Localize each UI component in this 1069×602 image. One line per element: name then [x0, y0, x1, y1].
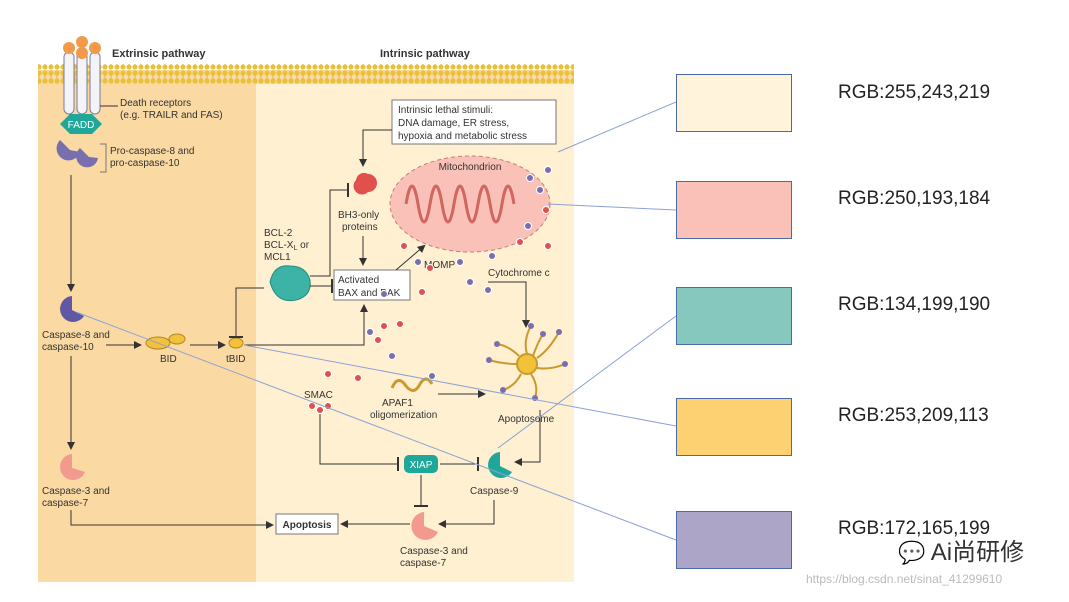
swatch-yellow: [676, 398, 792, 456]
wechat-icon: 💬: [898, 540, 926, 565]
bh3-shape: [353, 172, 377, 195]
intrinsic-panel: [256, 84, 574, 582]
smac-dots: [308, 206, 552, 414]
bax-label-2: BAX and BAK: [338, 288, 401, 299]
swatch-pink: [676, 181, 792, 239]
procaspase-label-2: pro-caspase-10: [110, 158, 180, 169]
bh3-label-2: proteins: [342, 222, 378, 233]
stimuli-label-1: Intrinsic lethal stimuli:: [398, 105, 493, 116]
rgb-label-teal: RGB:134,199,190: [838, 294, 991, 315]
mitochondrion-label: Mitochondrion: [439, 162, 502, 173]
apoptosome-label: Apoptosome: [498, 414, 555, 425]
apoptosis-label: Apoptosis: [283, 520, 332, 531]
bax-box: [333, 269, 411, 301]
bax-label-1: Activated: [338, 275, 379, 286]
stimuli-label-3: hypoxia and metabolic stress: [398, 131, 527, 142]
stimuli-label-2: DNA damage, ER stress,: [398, 118, 509, 129]
bcl2-label-3: MCL1: [264, 252, 291, 263]
stimuli-box: [391, 99, 557, 145]
caspase8-label-1: Caspase-8 and: [42, 330, 110, 341]
bh3-label-1: BH3-only: [338, 210, 379, 221]
url-watermark: https://blog.csdn.net/sinat_41299610: [806, 572, 1003, 586]
caspase3-intrinsic-label-2: caspase-7: [400, 558, 447, 569]
swatch-teal: [676, 287, 792, 345]
cell-membrane: [38, 64, 574, 84]
caspase8-label-2: caspase-10: [42, 342, 94, 353]
rgb-label-lavender: RGB:172,165,199: [838, 518, 991, 539]
intrinsic-header: Intrinsic pathway: [380, 48, 471, 60]
momp-label: MOMP: [424, 260, 455, 271]
smac-label: SMAC: [304, 390, 333, 401]
caspase3-extrinsic-label-1: Caspase-3 and: [42, 486, 110, 497]
caspase8-shape: [60, 296, 84, 322]
mitochondrion-cristae: [404, 184, 516, 224]
apoptosis-box: [275, 513, 339, 535]
xiap-label: XIAP: [410, 460, 433, 471]
death-receptor: [63, 36, 101, 115]
extrinsic-header: Extrinsic pathway: [112, 48, 206, 60]
swatch-cream: [676, 74, 792, 132]
death-receptors-examples: (e.g. TRAILR and FAS): [120, 110, 223, 121]
xiap-shape: [404, 455, 438, 473]
rgb-label-pink: RGB:250,193,184: [838, 188, 991, 209]
tbid-shape: [228, 337, 244, 349]
bid-label: BID: [160, 354, 177, 365]
bcl2-label-1: BCL-2: [264, 228, 293, 239]
cytochrome-c-label: Cytochrome c: [488, 268, 550, 279]
caspase3-extrinsic-label-2: caspase-7: [42, 498, 89, 509]
caspase3-intrinsic-label-1: Caspase-3 and: [400, 546, 468, 557]
bcl2-inhibit-bh3: [310, 189, 348, 277]
procaspase-label-1: Pro-caspase-8 and: [110, 146, 195, 157]
apaf1-label-1: APAF1: [382, 398, 413, 409]
brand-watermark: 💬 Ai尚研修: [898, 532, 1024, 567]
rgb-label-yellow: RGB:253,209,113: [838, 405, 989, 426]
rgb-label-cream: RGB:255,243,219: [838, 82, 991, 103]
leader-lines: [75, 101, 677, 541]
caspase9-shape: [488, 452, 512, 478]
swatch-lavender: [676, 511, 792, 569]
brand-text: Ai尚研修: [930, 539, 1025, 566]
cytochrome-dots: [366, 166, 552, 380]
bcl2-label-2: BCL-XL or: [264, 240, 310, 252]
fadd-shape: [60, 114, 102, 134]
procaspase-shape: [56, 140, 80, 161]
bcl2-shape: [269, 265, 311, 302]
caspase3-extrinsic-shape: [60, 454, 85, 480]
caspase9-label: Caspase-9: [470, 486, 519, 497]
fadd-label: FADD: [68, 120, 95, 131]
caspase3-intrinsic-shape: [411, 512, 438, 540]
tbid-label: tBID: [226, 354, 245, 365]
death-receptors-label: Death receptors: [120, 98, 191, 109]
apaf1-label-2: oligomerization: [370, 410, 437, 421]
procaspase-shape-2: [76, 148, 98, 168]
